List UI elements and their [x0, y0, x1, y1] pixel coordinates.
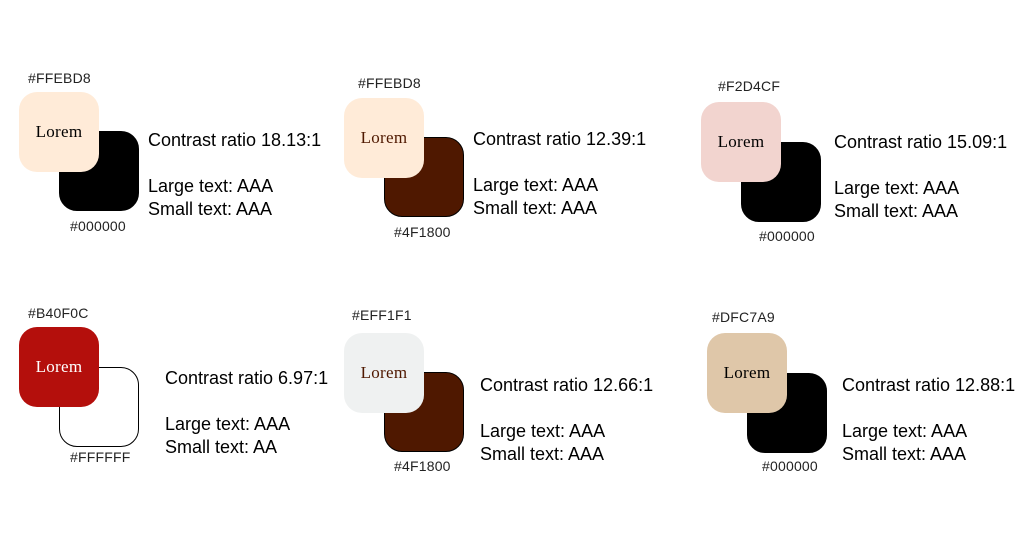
sample-text: Lorem [360, 363, 408, 382]
foreground-hex-label: #F2D4CF [718, 78, 781, 94]
large-text-rating: Large text: AAA [480, 421, 606, 441]
background-hex-label: #000000 [762, 458, 818, 474]
small-text-rating: Small text: AAA [834, 201, 959, 221]
background-hex-label: #4F1800 [394, 458, 451, 474]
large-text-rating: Large text: AAA [148, 176, 274, 196]
small-text-rating: Small text: AAA [473, 198, 598, 218]
large-text-rating: Large text: AAA [834, 178, 960, 198]
contrast-info: Contrast ratio 12.66:1 Large text: AAA S… [480, 374, 653, 466]
small-text-rating: Small text: AA [165, 437, 278, 457]
background-hex-label: #4F1800 [394, 224, 451, 240]
contrast-ratio: Contrast ratio 12.39:1 [473, 129, 647, 149]
foreground-swatch: Lorem [19, 327, 99, 407]
contrast-ratio: Contrast ratio 18.13:1 [148, 130, 322, 150]
foreground-hex-label: #FFEBD8 [28, 70, 91, 86]
small-text-rating: Small text: AAA [148, 199, 273, 219]
contrast-ratio: Contrast ratio 12.88:1 [842, 375, 1016, 395]
background-hex-label: #000000 [759, 228, 815, 244]
foreground-swatch: Lorem [344, 98, 424, 178]
foreground-hex-label: #FFEBD8 [358, 75, 421, 91]
sample-text: Lorem [35, 122, 83, 141]
large-text-rating: Large text: AAA [165, 414, 291, 434]
foreground-swatch: Lorem [19, 92, 99, 172]
foreground-swatch: Lorem [344, 333, 424, 413]
contrast-ratio: Contrast ratio 15.09:1 [834, 132, 1008, 152]
foreground-hex-label: #DFC7A9 [712, 309, 775, 325]
background-swatch [747, 373, 827, 453]
small-text-rating: Small text: AAA [480, 444, 605, 464]
foreground-hex-label: #B40F0C [28, 305, 89, 321]
sample-text: Lorem [717, 132, 765, 151]
background-hex-label: #000000 [70, 218, 126, 234]
contrast-info: Contrast ratio 6.97:1 Large text: AAA Sm… [165, 367, 328, 459]
contrast-info: Contrast ratio 15.09:1 Large text: AAA S… [834, 131, 1007, 223]
contrast-info: Contrast ratio 12.88:1 Large text: AAA S… [842, 374, 1015, 466]
sample-text: Lorem [723, 363, 771, 382]
foreground-swatch: Lorem [701, 102, 781, 182]
contrast-info: Contrast ratio 12.39:1 Large text: AAA S… [473, 128, 646, 220]
large-text-rating: Large text: AAA [473, 175, 599, 195]
sample-text: Lorem [35, 357, 83, 376]
contrast-info: Contrast ratio 18.13:1 Large text: AAA S… [148, 129, 321, 221]
background-hex-label: #FFFFFF [70, 449, 131, 465]
sample-text: Lorem [360, 128, 408, 147]
large-text-rating: Large text: AAA [842, 421, 968, 441]
small-text-rating: Small text: AAA [842, 444, 967, 464]
foreground-swatch: Lorem [707, 333, 787, 413]
contrast-ratio: Contrast ratio 12.66:1 [480, 375, 654, 395]
foreground-hex-label: #EFF1F1 [352, 307, 412, 323]
contrast-ratio: Contrast ratio 6.97:1 [165, 368, 329, 388]
